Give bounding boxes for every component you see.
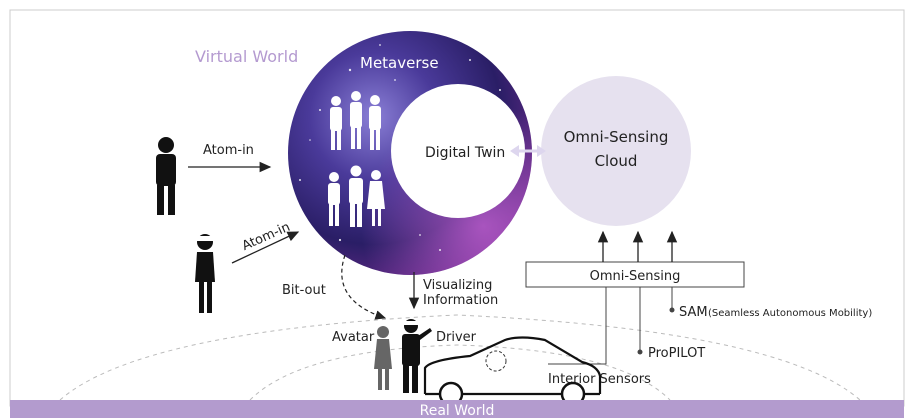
digital-twin-label: Digital Twin <box>425 145 505 161</box>
metaverse-label: Metaverse <box>360 54 439 72</box>
twin-cloud-double-arrow-icon <box>510 145 546 157</box>
person-silhouette-icon <box>156 137 176 215</box>
avatar-figure-icon <box>350 91 362 149</box>
avatar-figure-icon <box>369 95 381 150</box>
propilot-dot <box>637 349 643 355</box>
avatar-figure-icon <box>330 96 342 150</box>
bit-out-label: Bit-out <box>282 283 326 298</box>
real-world-bar <box>10 400 904 418</box>
sam-dot <box>669 307 675 313</box>
atom-in-label-1: Atom-in <box>203 143 254 158</box>
visualizing-label-line2: Information <box>423 293 498 308</box>
avatar-figure-icon <box>328 172 340 226</box>
propilot-label: ProPILOT <box>648 346 705 361</box>
sam-label: SAM <box>679 305 708 320</box>
bit-out-arrow <box>341 254 387 320</box>
car-wheels <box>438 381 586 407</box>
digital-twin-circle <box>391 84 525 218</box>
omni-sensing-box <box>525 261 745 288</box>
avatar-figure-icon <box>367 170 385 226</box>
interior-sensors-connector <box>548 287 607 365</box>
real-world-label: Real World <box>420 403 495 418</box>
omni-sensing-cloud-circle <box>541 76 691 226</box>
vr-user-silhouette-icon <box>195 234 215 313</box>
avatar-group-top <box>330 91 381 150</box>
visualizing-label-line1: Visualizing <box>423 278 492 293</box>
atom-in-arrow-2 <box>231 231 300 264</box>
avatar-silhouette-icon <box>374 326 392 390</box>
avatar-figure-icon <box>349 165 363 227</box>
cloud-label-line1: Omni-Sensing <box>564 128 669 146</box>
virtual-world-label: Virtual World <box>195 47 298 66</box>
sam-detail-label: (Seamless Autonomous Mobility) <box>708 308 872 319</box>
real-world-inner-arc <box>249 344 671 401</box>
driver-silhouette-icon <box>402 319 432 393</box>
cloud-label-line2: Cloud <box>595 152 638 170</box>
interior-sensor-marker <box>485 350 507 372</box>
omni-sensing-box-label: Omni-Sensing <box>590 269 681 284</box>
avatar-group-bottom <box>328 165 385 227</box>
real-world-outer-arc <box>59 314 861 401</box>
driver-label: Driver <box>436 330 477 345</box>
atom-in-label-2: Atom-in <box>240 220 293 254</box>
avatar-label: Avatar <box>332 330 375 345</box>
